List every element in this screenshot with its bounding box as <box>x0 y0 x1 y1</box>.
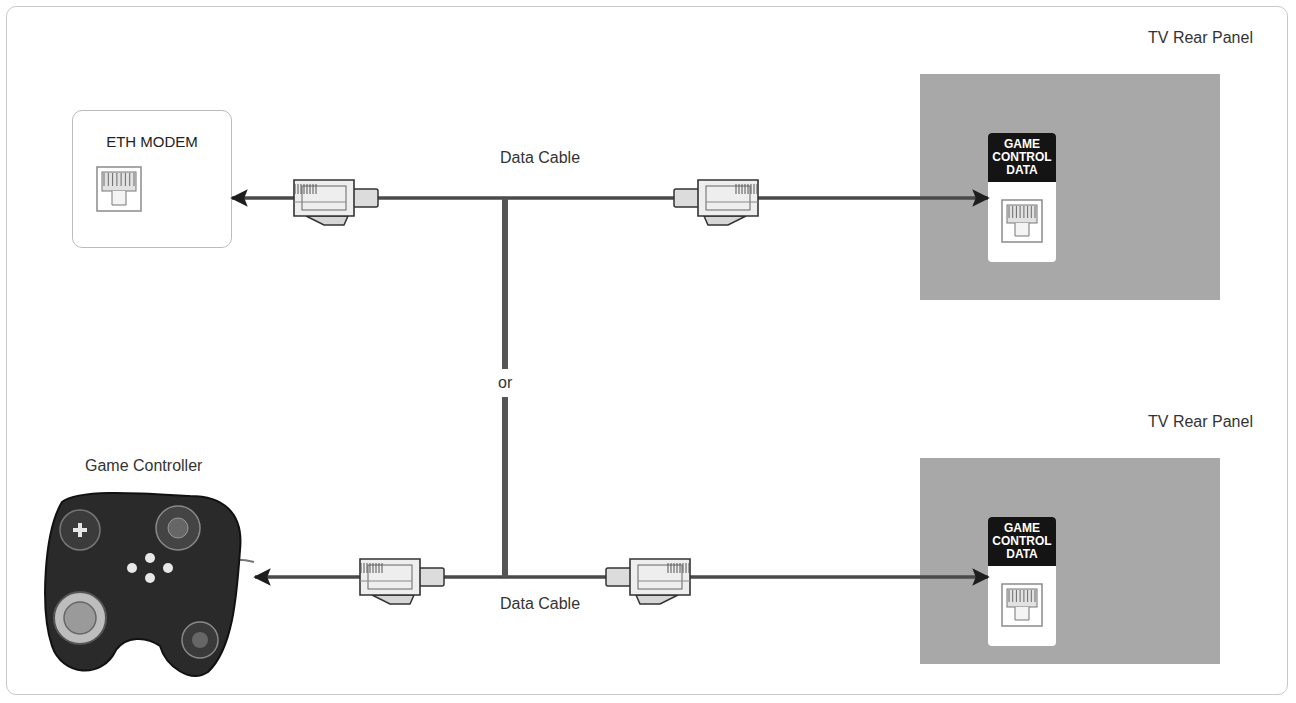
port-label: GAME CONTROL DATA <box>988 517 1056 566</box>
panel-heading: TV Rear Panel <box>1148 28 1253 48</box>
modem-box: ETH MODEM <box>72 110 232 248</box>
rj45-plug <box>294 180 378 225</box>
game-controller: Game Controller <box>40 450 255 685</box>
rj45-plug <box>606 559 690 604</box>
rj45-plug <box>360 559 444 604</box>
port-area <box>988 182 1056 262</box>
rj45-jack <box>1000 198 1044 244</box>
rj45-jack <box>1000 582 1044 628</box>
port-label-card: GAME CONTROL DATA <box>988 133 1056 262</box>
or-label: or <box>495 369 515 397</box>
rj45-plug <box>674 180 758 225</box>
tv-rear-panel: TV Rear PanelGAME CONTROL DATA <box>920 458 1220 664</box>
device-label: ETH MODEM <box>73 133 231 151</box>
port-label-card: GAME CONTROL DATA <box>988 517 1056 646</box>
cable-label: Data Cable <box>497 594 583 614</box>
rj45-jack <box>95 165 143 213</box>
game-controller-illustration <box>40 450 255 685</box>
port-area <box>988 566 1056 646</box>
port-label: GAME CONTROL DATA <box>988 133 1056 182</box>
tv-rear-panel: TV Rear PanelGAME CONTROL DATA <box>920 74 1220 300</box>
panel-heading: TV Rear Panel <box>1148 412 1253 432</box>
device-heading: Game Controller <box>85 456 202 476</box>
cable-label: Data Cable <box>497 148 583 168</box>
